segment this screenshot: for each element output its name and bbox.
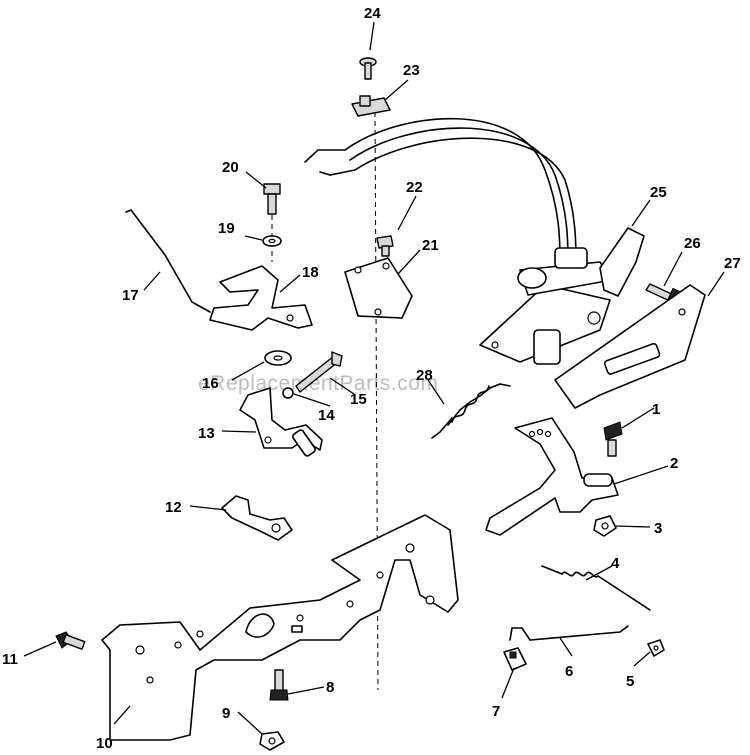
callout-10: 10 [96, 735, 113, 752]
callout-16: 16 [202, 375, 219, 392]
part-6-rod[interactable] [509, 625, 629, 641]
part-9-nut[interactable] [259, 731, 285, 751]
part-23-clamp[interactable] [351, 95, 391, 117]
callout-5: 5 [626, 673, 634, 690]
part-3-nut[interactable] [593, 515, 617, 537]
callout-14: 14 [318, 407, 335, 424]
callout-21: 21 [422, 237, 439, 254]
part-10-main-bracket[interactable] [101, 514, 459, 741]
callout-23: 23 [403, 62, 420, 79]
callout-17: 17 [122, 287, 139, 304]
callout-19: 19 [218, 220, 235, 237]
leader-lines [23, 21, 725, 735]
part-27-bracket[interactable] [554, 284, 706, 409]
part-8-bolt[interactable] [269, 669, 289, 701]
part-22-screw[interactable] [376, 235, 394, 257]
part-12-bracket[interactable] [221, 495, 293, 541]
part-7-clip[interactable] [503, 647, 527, 671]
callout-15: 15 [350, 391, 367, 408]
callout-24: 24 [364, 5, 381, 22]
callout-9: 9 [222, 705, 230, 722]
part-14-spacer[interactable] [282, 387, 294, 399]
callout-22: 22 [406, 179, 423, 196]
part-19-washer[interactable] [262, 235, 282, 247]
callout-1: 1 [652, 401, 660, 418]
part-15-bolt[interactable] [295, 351, 343, 393]
callout-27: 27 [724, 255, 741, 272]
watermark-text: eReplacementParts.com [198, 372, 438, 395]
callout-28: 28 [416, 367, 433, 384]
part-17-rod[interactable] [125, 209, 211, 313]
callout-3: 3 [654, 520, 662, 537]
part-1-screw[interactable] [603, 421, 623, 457]
callout-25: 25 [650, 184, 667, 201]
callout-13: 13 [198, 425, 215, 442]
part-13-lever[interactable] [239, 387, 323, 457]
part-28-spring[interactable] [431, 383, 511, 439]
part-11-bolt[interactable] [55, 631, 86, 650]
part-21-plate[interactable] [344, 257, 413, 319]
part-20-bolt[interactable] [263, 183, 281, 215]
part-25-control-assembly[interactable] [479, 227, 645, 365]
part-16-washer[interactable] [264, 350, 292, 366]
part-4-spring[interactable] [541, 565, 651, 611]
callout-26: 26 [684, 235, 701, 252]
callout-4: 4 [611, 555, 620, 572]
callout-20: 20 [222, 159, 239, 176]
part-2-lever[interactable] [485, 417, 619, 536]
part-24-screw[interactable] [359, 57, 377, 80]
callout-6: 6 [565, 663, 573, 680]
callout-11: 11 [2, 651, 18, 668]
callout-2: 2 [670, 455, 678, 472]
callout-12: 12 [165, 499, 182, 516]
callout-8: 8 [326, 679, 334, 696]
callout-numbers: 24 23 20 19 17 18 22 21 25 26 27 16 14 1… [2, 5, 741, 752]
part-5-nut[interactable] [647, 639, 665, 657]
callout-7: 7 [492, 703, 500, 720]
part-throttle-cables [304, 117, 577, 263]
part-18-lever[interactable] [209, 265, 313, 331]
callout-18: 18 [302, 264, 319, 281]
